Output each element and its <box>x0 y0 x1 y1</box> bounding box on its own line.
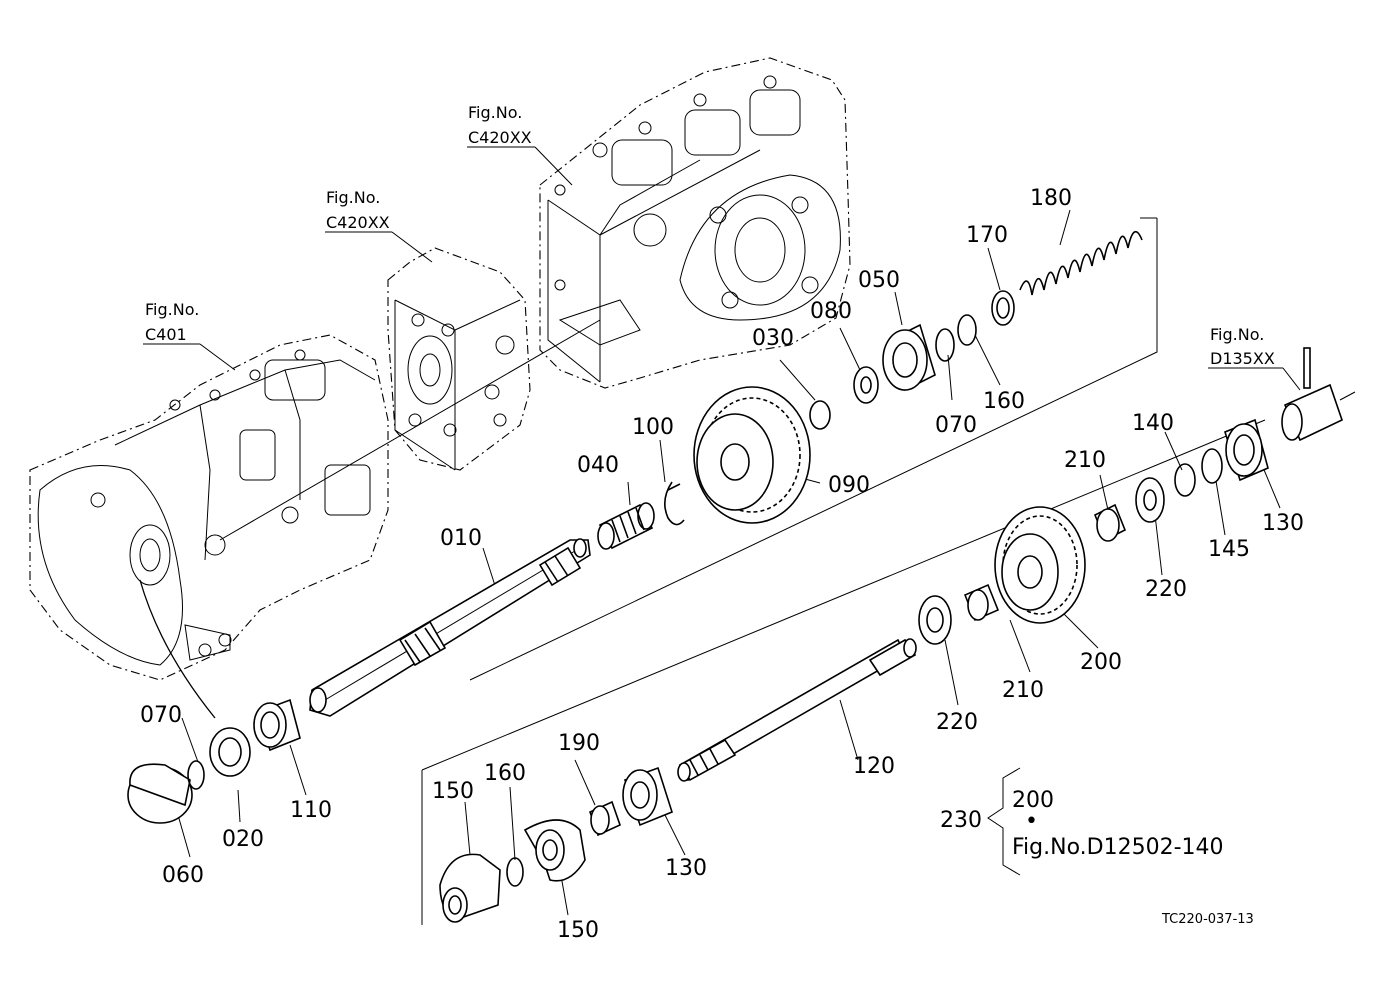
fig-ref-4: Fig.No. D135XX <box>1210 325 1275 368</box>
callout-010: 010 <box>440 526 482 551</box>
callout-160-lower: 160 <box>484 761 526 786</box>
callout-220-upper: 220 <box>1145 577 1187 602</box>
note-line-3: Fig.No.D12502-140 <box>1012 835 1224 860</box>
callout-160-rear: 160 <box>983 389 1025 414</box>
callout-080: 080 <box>810 299 852 324</box>
needle-bearing-040 <box>597 502 655 550</box>
coupling-d135xx <box>1281 347 1356 442</box>
callout-170: 170 <box>966 223 1008 248</box>
callout-150-left: 150 <box>432 779 474 804</box>
fig-ref-number: C420XX <box>468 128 532 147</box>
rear-counter-parts <box>1093 418 1269 542</box>
spring-180 <box>1019 230 1143 296</box>
callout-145: 145 <box>1208 537 1250 562</box>
callout-labels: 010 020 030 040 050 060 070 070 080 090 … <box>140 186 1304 943</box>
gear-090 <box>693 386 811 524</box>
snap-ring-030 <box>809 400 831 430</box>
callout-120: 120 <box>853 754 895 779</box>
callout-200: 200 <box>1080 650 1122 675</box>
fig-ref-3: Fig.No. C401 <box>145 300 199 344</box>
callout-070-front: 070 <box>140 703 182 728</box>
callout-210-lower: 210 <box>1002 678 1044 703</box>
callout-090: 090 <box>828 473 870 498</box>
callout-040: 040 <box>577 453 619 478</box>
needle-bearing-210-a <box>963 583 1000 622</box>
lower-front-parts <box>439 766 673 923</box>
callout-020: 020 <box>222 827 264 852</box>
fig-ref-label: Fig.No. <box>1210 325 1264 344</box>
callout-110: 110 <box>290 798 332 823</box>
fig-ref-2: Fig.No. C420XX <box>326 188 390 232</box>
assembly-note: 200 • Fig.No.D12502-140 <box>1012 788 1224 860</box>
callout-140: 140 <box>1132 411 1174 436</box>
gear-200 <box>994 506 1086 624</box>
callout-220-lower: 220 <box>936 710 978 735</box>
front-housing-outline <box>29 334 389 681</box>
drawing-code: TC220-037-13 <box>1161 912 1254 927</box>
counter-shaft-120 <box>677 638 917 782</box>
thrust-washer-080 <box>853 366 879 404</box>
callout-150-bottom: 150 <box>557 918 599 943</box>
fig-ref-number: C401 <box>145 325 187 344</box>
washer-220-a <box>918 595 952 645</box>
callout-230: 230 <box>940 808 982 833</box>
fig-ref-label: Fig.No. <box>326 188 380 207</box>
note-line-1: 200 <box>1012 788 1054 813</box>
front-parts <box>127 698 301 824</box>
clip-100 <box>664 481 685 526</box>
main-shaft-010 <box>309 538 591 717</box>
washer-170 <box>991 290 1015 326</box>
fig-ref-number: D135XX <box>1210 349 1275 368</box>
ball-bearing-050 <box>882 323 936 392</box>
callout-060: 060 <box>162 863 204 888</box>
fig-ref-number: C420XX <box>326 213 390 232</box>
callout-030: 030 <box>752 326 794 351</box>
callout-180: 180 <box>1030 186 1072 211</box>
callout-130-rear: 130 <box>1262 511 1304 536</box>
callout-100: 100 <box>632 415 674 440</box>
callout-190: 190 <box>558 731 600 756</box>
callout-130-lower: 130 <box>665 856 707 881</box>
callout-210-upper: 210 <box>1064 448 1106 473</box>
fig-ref-label: Fig.No. <box>468 103 522 122</box>
rings-070-160 <box>935 314 977 362</box>
callout-070-rear: 070 <box>935 413 977 438</box>
rear-housing-outline <box>539 57 851 389</box>
fig-ref-1: Fig.No. C420XX <box>468 103 532 147</box>
fig-ref-label: Fig.No. <box>145 300 199 319</box>
middle-housing-outline <box>387 247 531 471</box>
leader-lines <box>139 146 1301 925</box>
callout-050: 050 <box>858 268 900 293</box>
note-line-2: • <box>1025 809 1038 834</box>
